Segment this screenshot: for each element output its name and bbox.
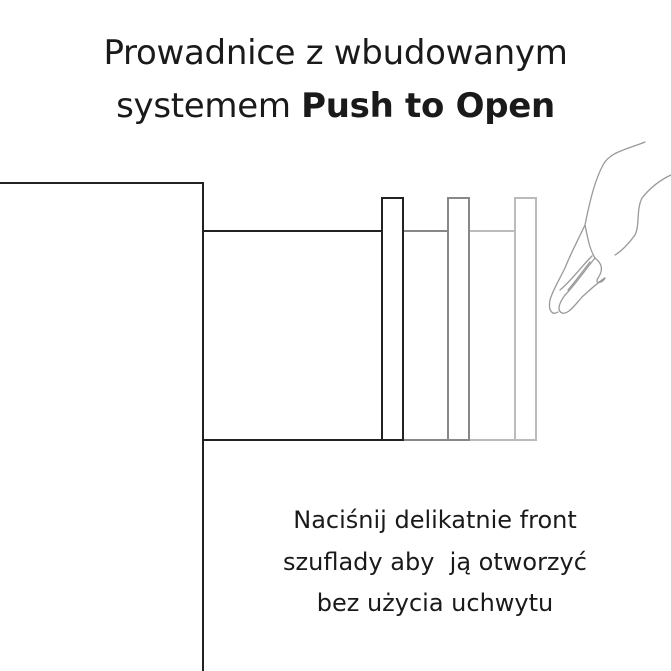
drawer-body: [203, 230, 515, 441]
drawer-front-open: [514, 197, 537, 441]
title-line-2-prefix: systemem: [116, 86, 302, 126]
title-line-1: Prowadnice z wbudowanym: [103, 33, 568, 73]
drawer-front-closed: [381, 197, 404, 441]
drawer-front-mid: [447, 197, 470, 441]
caption: Naciśnij delikatnie front szuflady aby j…: [225, 500, 645, 625]
caption-line-3: bez użycia uchwytu: [316, 589, 554, 617]
hand-icon: [548, 141, 671, 314]
caption-line-2: szuflady aby ją otworzyć: [283, 547, 587, 576]
caption-line-1: Naciśnij delikatnie front: [293, 506, 577, 534]
cabinet-outline: [0, 182, 204, 671]
title-line-2: systemem Push to Open: [0, 86, 671, 126]
title-line-2-bold: Push to Open: [301, 86, 555, 126]
